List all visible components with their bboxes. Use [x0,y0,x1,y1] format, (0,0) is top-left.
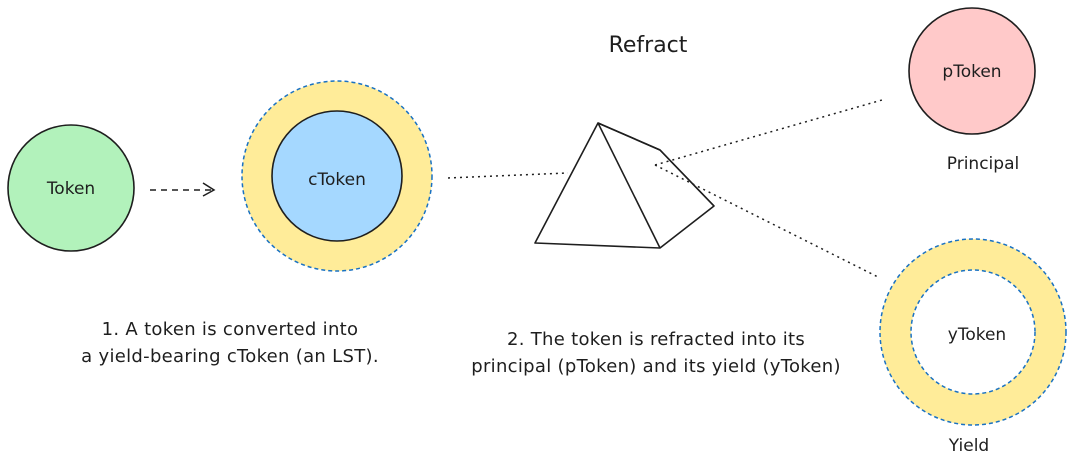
ctoken-ring-outline [241,80,433,272]
ctoken-label: cToken [308,170,366,190]
step1-line1: 1. A token is converted into [101,319,359,340]
ytoken-label: yToken [948,325,1006,345]
step2-line2: principal (pToken) and its yield (yToken… [471,356,841,377]
ytoken-node: yToken Yield [879,238,1067,456]
ytoken-inner-circle [910,269,1036,395]
prism-edge-top [597,122,661,151]
prism-body [534,122,715,249]
step2-caption: 2. The token is refracted into its princ… [446,326,866,380]
convert-arrow-head [202,182,216,197]
token-node: Token [7,124,135,252]
input-beam [447,172,569,179]
prism-edge-front [597,122,661,249]
title-refract: Refract [609,33,688,58]
step2-line1: 2. The token is refracted into its [506,329,806,350]
ptoken-circle [908,7,1036,135]
step1-line2: a yield-bearing cToken (an LST). [81,346,379,367]
ptoken-label: pToken [942,62,1001,82]
ptoken-node: pToken Principal [908,7,1036,174]
ytoken-sublabel: Yield [948,436,989,456]
token-circle [7,124,135,252]
principal-beam [654,99,883,166]
ytoken-ring-outline [879,238,1067,426]
ctoken-node: cToken [241,80,433,272]
ctoken-inner-circle [271,110,403,242]
prism-icon [534,122,715,249]
prism-edge-back [659,149,715,207]
convert-arrow [150,182,216,197]
step1-caption: 1. A token is converted into a yield-bea… [40,316,420,370]
ptoken-sublabel: Principal [947,154,1019,174]
token-label: Token [46,179,95,199]
